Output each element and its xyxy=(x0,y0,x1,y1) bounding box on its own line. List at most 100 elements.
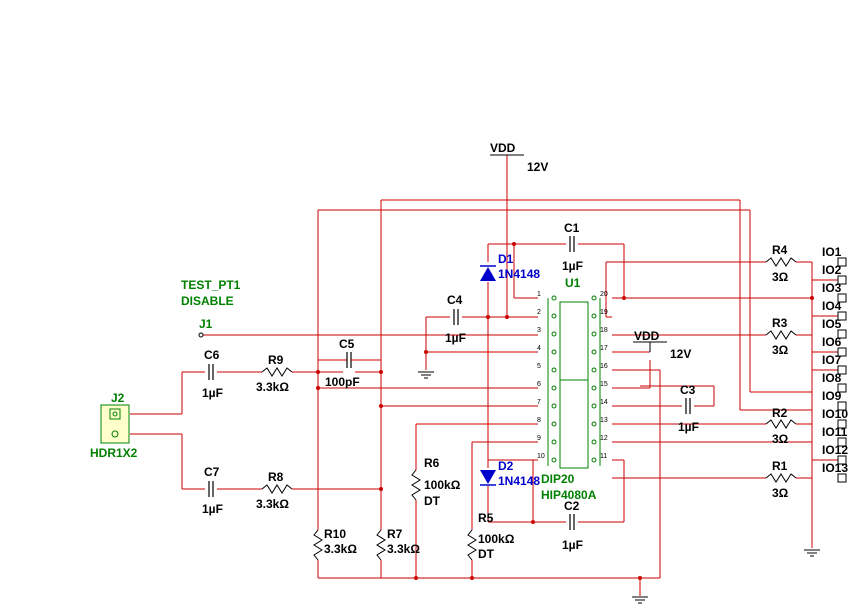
capacitor-c4[interactable]: C4 1µF xyxy=(445,293,466,345)
vdd-top-symbol: VDD 12V xyxy=(490,141,548,174)
io-label: IO9 xyxy=(822,389,842,403)
io-label: IO1 xyxy=(822,245,842,259)
svg-text:R7: R7 xyxy=(387,527,403,541)
svg-text:12V: 12V xyxy=(670,347,691,361)
resistor-r2[interactable]: R2 3Ω xyxy=(765,406,797,446)
svg-text:J2: J2 xyxy=(111,391,125,405)
io-connector-io8[interactable]: IO8 xyxy=(822,371,847,393)
ic-pin xyxy=(551,421,557,427)
capacitor-c7[interactable]: C7 1µF xyxy=(202,465,223,516)
svg-text:R8: R8 xyxy=(268,470,284,484)
diode-d2[interactable]: D2 1N4148 xyxy=(480,459,540,488)
io-connector-io2[interactable]: IO2 xyxy=(822,263,847,285)
ic-pin-number: 15 xyxy=(600,381,608,388)
svg-text:3.3kΩ: 3.3kΩ xyxy=(324,542,357,556)
ic-pin xyxy=(591,367,597,373)
ic-pin xyxy=(551,313,557,319)
io-connector-io1[interactable]: IO1 xyxy=(822,245,847,267)
svg-text:100pF: 100pF xyxy=(325,375,360,389)
svg-text:J1: J1 xyxy=(199,317,213,331)
svg-text:100kΩ: 100kΩ xyxy=(424,478,461,492)
svg-text:3Ω: 3Ω xyxy=(772,432,789,446)
ic-pin-number: 9 xyxy=(537,435,541,442)
svg-text:1N4148: 1N4148 xyxy=(498,474,540,488)
io-connectors: IO1IO2IO3IO4IO5IO6IO7IO8IO9IO10IO11IO12I… xyxy=(822,245,848,483)
ic-pin xyxy=(551,367,557,373)
test-point-j1[interactable]: TEST_PT1 DISABLE J1 xyxy=(181,278,241,338)
ic-pin xyxy=(591,349,597,355)
resistor-r7[interactable]: R7 3.3kΩ xyxy=(376,527,420,561)
resistor-r1[interactable]: R1 3Ω xyxy=(765,459,797,500)
io-label: IO6 xyxy=(822,335,842,349)
ic-pin-number: 16 xyxy=(600,363,608,370)
svg-text:R9: R9 xyxy=(268,353,284,367)
io-connector-io3[interactable]: IO3 xyxy=(822,281,847,303)
ic-pin xyxy=(591,331,597,337)
resistor-r10[interactable]: R10 3.3kΩ xyxy=(313,527,357,561)
svg-text:1µF: 1µF xyxy=(678,420,699,434)
capacitor-c1[interactable]: C1 1µF xyxy=(562,221,583,273)
svg-text:1N4148: 1N4148 xyxy=(498,267,540,281)
header-j2[interactable]: J2 HDR1X2 xyxy=(90,391,138,460)
io-label: IO4 xyxy=(822,299,842,313)
resistor-r8[interactable]: R8 3.3kΩ xyxy=(256,470,293,511)
ic-pin-number: 17 xyxy=(600,345,608,352)
ic-pin-number: 3 xyxy=(537,327,541,334)
resistor-r9[interactable]: R9 3.3kΩ xyxy=(256,353,293,394)
ic-pin-number: 1 xyxy=(537,291,541,298)
wires xyxy=(130,155,838,596)
svg-text:DT: DT xyxy=(478,547,495,561)
junction-dots xyxy=(316,242,814,580)
io-connector-io10[interactable]: IO10 xyxy=(822,407,848,429)
io-label: IO7 xyxy=(822,353,842,367)
svg-text:3Ω: 3Ω xyxy=(772,343,789,357)
svg-text:1µF: 1µF xyxy=(562,259,583,273)
svg-text:3Ω: 3Ω xyxy=(772,270,789,284)
ic-pin xyxy=(551,439,557,445)
io-connector-io5[interactable]: IO5 xyxy=(822,317,847,339)
io-connector-io9[interactable]: IO9 xyxy=(822,389,847,411)
ic-pin-number: 8 xyxy=(537,417,541,424)
ic-pin xyxy=(551,331,557,337)
resistor-r4[interactable]: R4 3Ω xyxy=(765,243,797,284)
ic-pin xyxy=(591,313,597,319)
svg-text:3Ω: 3Ω xyxy=(772,486,789,500)
ic-pin-number: 14 xyxy=(600,399,608,406)
ic-pin xyxy=(591,403,597,409)
io-connector-io4[interactable]: IO4 xyxy=(822,299,847,321)
svg-text:R6: R6 xyxy=(424,456,440,470)
ic-pin xyxy=(551,385,557,391)
ic-pin xyxy=(591,457,597,463)
svg-text:D2: D2 xyxy=(498,459,514,473)
capacitor-c6[interactable]: C6 1µF xyxy=(202,348,223,400)
svg-text:C1: C1 xyxy=(564,221,580,235)
ic-pin xyxy=(591,295,597,301)
io-connector-io12[interactable]: IO12 xyxy=(822,443,848,465)
io-connector-io11[interactable]: IO11 xyxy=(822,425,848,447)
ic-pin-number: 5 xyxy=(537,363,541,370)
ground-symbol xyxy=(803,549,821,557)
io-label: IO5 xyxy=(822,317,842,331)
svg-text:1µF: 1µF xyxy=(445,331,466,345)
io-connector-io6[interactable]: IO6 xyxy=(822,335,847,357)
ic-pin-number: 12 xyxy=(600,435,608,442)
diode-d1[interactable]: D1 1N4148 xyxy=(480,252,540,281)
capacitor-c3[interactable]: C3 1µF xyxy=(678,383,699,434)
svg-text:C5: C5 xyxy=(339,337,355,351)
svg-text:D1: D1 xyxy=(498,252,514,266)
resistor-r3[interactable]: R3 3Ω xyxy=(765,316,797,357)
io-connector-io7[interactable]: IO7 xyxy=(822,353,847,375)
capacitor-c2[interactable]: C2 1µF xyxy=(562,499,583,552)
capacitor-c5[interactable]: C5 100pF xyxy=(318,337,381,389)
svg-text:C6: C6 xyxy=(204,348,220,362)
svg-text:100kΩ: 100kΩ xyxy=(478,532,515,546)
io-connector-io13[interactable]: IO13 xyxy=(822,461,848,483)
resistor-r5[interactable]: R5 100kΩ DT xyxy=(467,511,515,561)
resistor-r6[interactable]: R6 100kΩ DT xyxy=(411,456,461,508)
svg-text:HDR1X2: HDR1X2 xyxy=(90,446,138,460)
ic-pin-number: 13 xyxy=(600,417,608,424)
svg-text:1µF: 1µF xyxy=(562,538,583,552)
